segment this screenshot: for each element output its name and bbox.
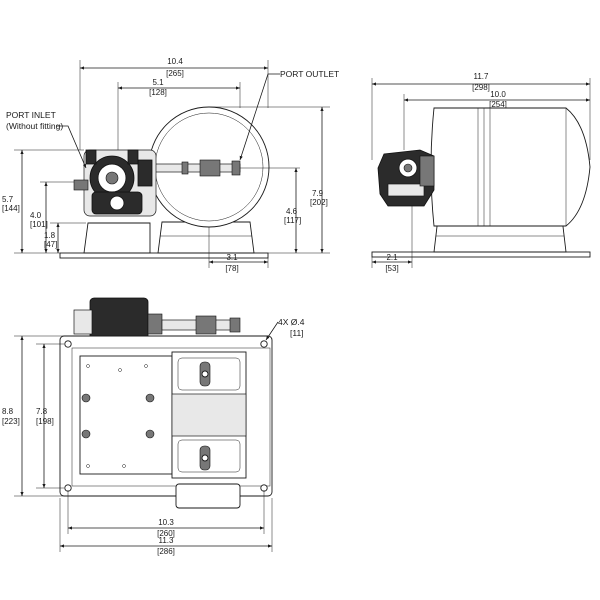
dim-height-mm: [144]: [2, 204, 20, 213]
mount-hole: [64, 340, 72, 348]
top-pump-plate: [79, 355, 173, 475]
side-pump: [377, 149, 435, 207]
dim-side-pump: 2.1: [386, 253, 398, 262]
dim-top-hole-depth: 7.8: [36, 407, 48, 416]
dim-height: 5.7: [2, 195, 14, 204]
dim-tank-offset: 3.1: [226, 253, 238, 262]
dim-top-depth-mm: [223]: [2, 417, 20, 426]
dim-top-hole-width-mm: [260]: [157, 529, 175, 538]
dim-outlet-height: 4.6: [286, 207, 298, 216]
dim-side-pump-mm: [53]: [385, 264, 398, 273]
dim-outlet-height-mm: [117]: [284, 216, 301, 225]
top-tank-foot: [175, 483, 241, 509]
port-outlet-label: PORT OUTLET: [280, 69, 339, 79]
dim-side-tank: 10.0: [490, 90, 506, 99]
front-pump-mount: [83, 222, 151, 254]
dim-tank-height-mm: [202]: [310, 198, 328, 207]
hole-callout-mm: [11]: [290, 328, 304, 338]
dim-top-hole-width: 10.3: [158, 518, 174, 527]
front-view: 10.4 [265] 5.1 [128] PORT OUTLET PORT IN…: [2, 57, 339, 273]
dim-base-height: 1.8: [44, 231, 56, 240]
front-tank-cradle: [157, 221, 255, 254]
port-inlet-label: PORT INLET: [6, 110, 56, 120]
dim-tank-offset-mm: [78]: [225, 264, 238, 273]
dim-top-width: 11.3: [159, 536, 175, 545]
dim-front-width-mm: [265]: [166, 69, 184, 78]
dim-inlet-outlet-mm: [128]: [149, 88, 167, 97]
dim-front-width: 10.4: [167, 57, 183, 66]
hole-callout: 4X Ø.4: [278, 317, 305, 327]
dim-top-width-mm: [286]: [157, 547, 175, 556]
dim-side-total: 11.7: [474, 72, 490, 81]
dim-inlet-height-mm: [101]: [30, 220, 48, 229]
dim-top-hole-depth-mm: [198]: [36, 417, 54, 426]
mount-hole: [260, 340, 268, 348]
dim-inlet-height: 4.0: [30, 211, 42, 220]
dim-top-depth: 8.8: [2, 407, 14, 416]
side-view: 11.7 [298] 10.0 [254] 2.1 [53]: [371, 72, 591, 273]
top-pump: [73, 297, 241, 341]
dim-side-tank-mm: [254]: [489, 100, 507, 109]
dim-base-height-mm: [47]: [44, 240, 57, 249]
port-inlet-note: (Without fitting): [6, 121, 63, 131]
dim-tank-height: 7.9: [312, 189, 324, 198]
front-pump: [73, 149, 157, 217]
dim-inlet-outlet: 5.1: [152, 78, 164, 87]
side-base-plate: [371, 251, 591, 258]
top-view: 4X Ø.4 [11] 8.8 [223] 7.8 [198] 10.3 [26…: [2, 297, 305, 556]
dim-side-total-mm: [298]: [472, 83, 490, 92]
outlet-pipe: [149, 163, 241, 173]
